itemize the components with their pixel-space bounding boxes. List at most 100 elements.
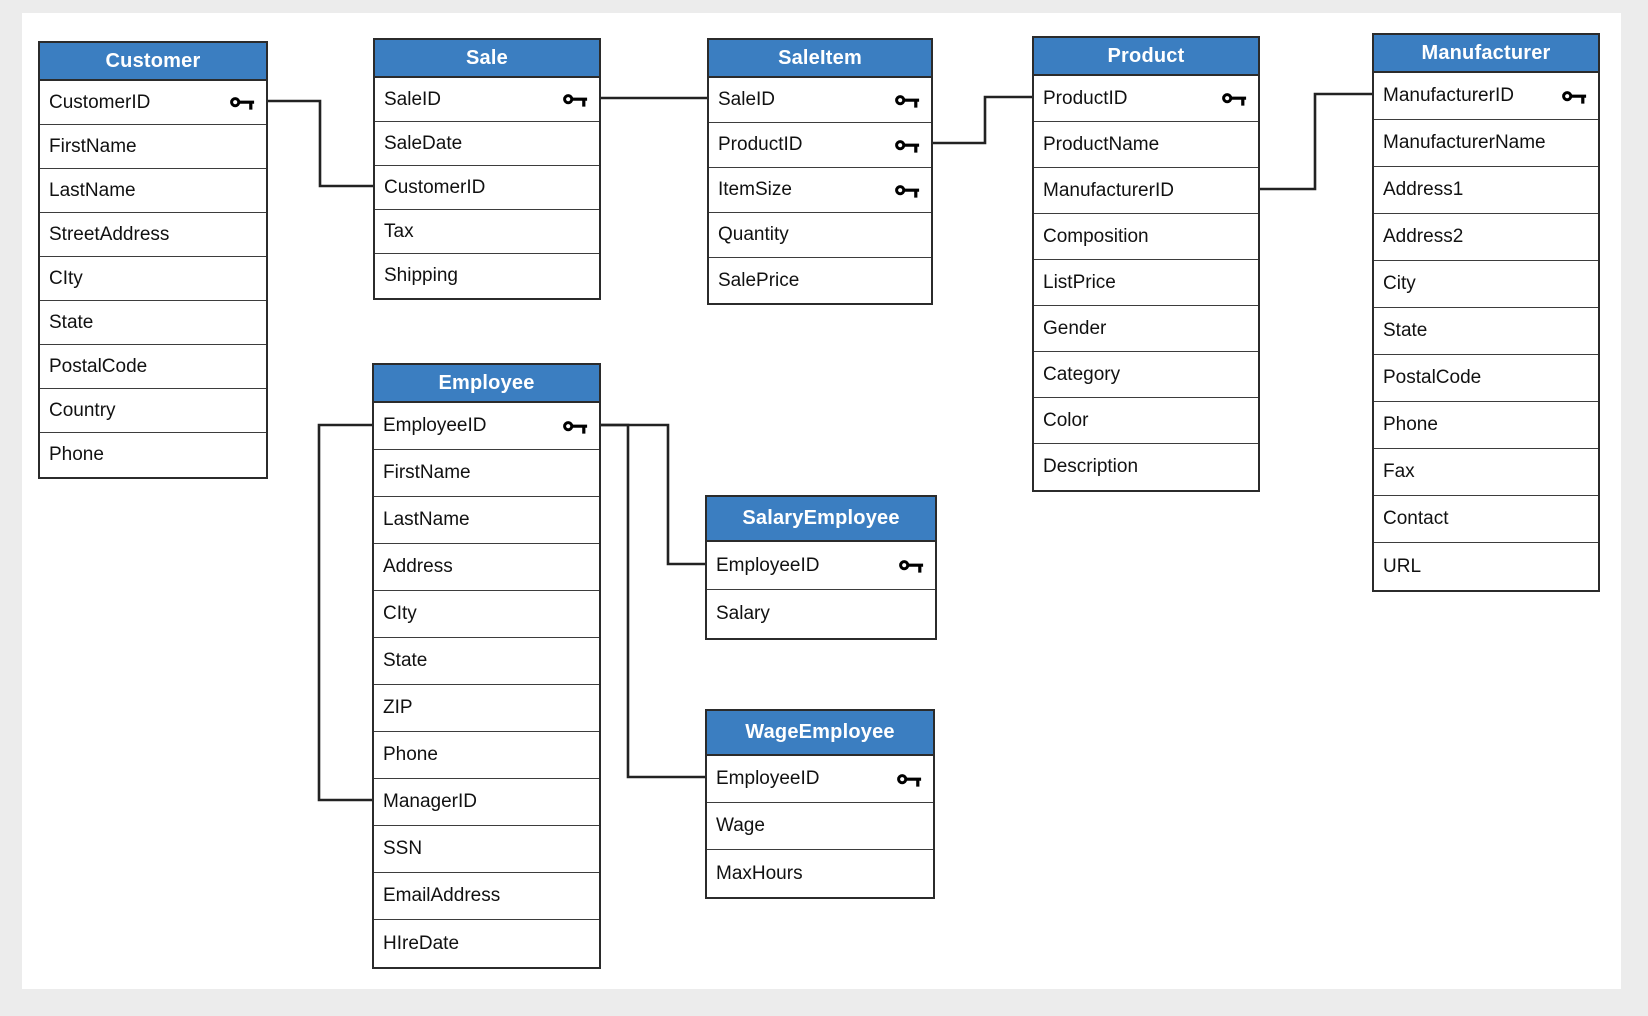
table-title: Manufacturer: [1421, 41, 1551, 64]
key-icon: [895, 184, 920, 198]
field-label: Address: [383, 556, 453, 577]
field-row-manufacturername: ManufacturerName: [1374, 120, 1598, 167]
field-row-shipping: Shipping: [375, 254, 599, 298]
field-label: Phone: [383, 744, 438, 765]
table-title: SaleItem: [778, 46, 862, 69]
field-row-phone: Phone: [1374, 402, 1598, 449]
field-row-lastname: LastName: [40, 169, 266, 213]
field-label: EmployeeID: [716, 768, 820, 789]
field-label: SSN: [383, 838, 423, 859]
key-icon: [895, 94, 920, 108]
field-label: PostalCode: [49, 355, 148, 377]
field-label: State: [1383, 320, 1428, 341]
table-salaryemployee[interactable]: SalaryEmployee EmployeeID Salary: [705, 495, 937, 640]
table-header: SalaryEmployee: [707, 497, 935, 542]
field-row-address: Address: [374, 544, 599, 591]
table-title: Customer: [105, 49, 201, 72]
key-icon: [1222, 93, 1247, 106]
field-label: City: [1383, 273, 1416, 294]
field-label: StreetAddress: [49, 223, 170, 245]
field-label: PostalCode: [1383, 367, 1482, 388]
field-label: Composition: [1043, 225, 1149, 247]
field-row-employeeid: EmployeeID: [374, 403, 599, 450]
field-label: Tax: [384, 220, 414, 242]
field-row-emailaddress: EmailAddress: [374, 873, 599, 920]
field-label: ProductID: [1043, 87, 1128, 109]
table-header: Customer: [40, 43, 266, 81]
key-icon: [895, 139, 920, 153]
field-row-fax: Fax: [1374, 449, 1598, 496]
key-icon: [899, 560, 924, 573]
table-header: WageEmployee: [707, 711, 933, 756]
field-label: LastName: [383, 509, 470, 530]
field-row-listprice: ListPrice: [1034, 260, 1258, 306]
field-row-color: Color: [1034, 398, 1258, 444]
field-label: CIty: [49, 267, 83, 289]
field-label: Category: [1043, 363, 1121, 385]
field-label: HIreDate: [383, 932, 460, 954]
field-label: Country: [49, 399, 116, 421]
field-label: EmployeeID: [716, 554, 820, 576]
field-row-employeeid: EmployeeID: [707, 756, 933, 803]
field-label: State: [49, 311, 94, 333]
field-row-city: CIty: [40, 257, 266, 301]
field-row-phone: Phone: [40, 433, 266, 477]
field-row-customerid: CustomerID: [40, 81, 266, 125]
field-label: EmailAddress: [383, 885, 501, 906]
field-label: Salary: [716, 603, 770, 624]
field-label: State: [383, 650, 428, 671]
field-label: CIty: [383, 603, 417, 624]
table-header: Product: [1034, 38, 1258, 76]
field-row-city: CIty: [374, 591, 599, 638]
field-label: URL: [1383, 555, 1422, 577]
field-label: Contact: [1383, 508, 1449, 529]
key-icon: [897, 773, 922, 787]
table-title: Product: [1107, 44, 1185, 67]
field-row-manufacturerid: ManufacturerID: [1034, 168, 1258, 214]
field-row-state: State: [1374, 308, 1598, 355]
field-row-ssn: SSN: [374, 826, 599, 873]
table-title: SalaryEmployee: [742, 507, 900, 529]
field-row-streetaddress: StreetAddress: [40, 213, 266, 257]
field-row-employeeid: EmployeeID: [707, 542, 935, 590]
table-header: Employee: [374, 365, 599, 403]
key-icon: [563, 420, 588, 434]
field-label: Description: [1043, 456, 1139, 477]
field-row-productid: ProductID: [709, 123, 931, 168]
field-row-zip: ZIP: [374, 685, 599, 732]
table-header: Sale: [375, 40, 599, 78]
field-row-quantity: Quantity: [709, 213, 931, 258]
field-row-phone: Phone: [374, 732, 599, 779]
field-row-customerid: CustomerID: [375, 166, 599, 210]
field-row-saleid: SaleID: [375, 78, 599, 122]
field-row-productname: ProductName: [1034, 122, 1258, 168]
key-icon: [1562, 90, 1587, 104]
field-label: FirstName: [49, 135, 137, 157]
field-label: SalePrice: [718, 269, 800, 291]
field-label: CustomerID: [384, 176, 486, 198]
field-label: Address1: [1383, 179, 1464, 200]
field-label: ManagerID: [383, 791, 477, 812]
table-title: Employee: [438, 371, 535, 394]
field-label: ManufacturerID: [1043, 179, 1174, 201]
field-label: SaleID: [718, 89, 776, 110]
field-label: Phone: [49, 444, 104, 465]
field-row-saleprice: SalePrice: [709, 258, 931, 303]
field-row-productid: ProductID: [1034, 76, 1258, 122]
field-row-state: State: [40, 301, 266, 345]
field-label: Wage: [716, 815, 765, 836]
field-label: Quantity: [718, 224, 789, 245]
table-header: SaleItem: [709, 40, 931, 78]
field-label: ProductID: [718, 134, 803, 155]
field-row-itemsize: ItemSize: [709, 168, 931, 213]
field-label: MaxHours: [716, 862, 803, 884]
